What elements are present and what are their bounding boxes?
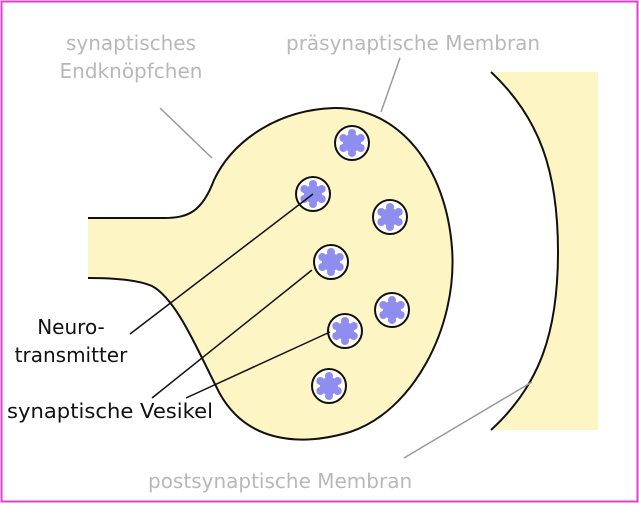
neurotransmitter-molecule	[377, 208, 385, 216]
neurotransmitter-molecule	[377, 218, 385, 226]
neurotransmitter-molecule	[318, 253, 326, 261]
neurotransmitter-molecule	[357, 134, 365, 142]
neurotransmitter-molecule	[397, 311, 405, 319]
label-presynaptic-membrane: präsynaptische Membran	[286, 31, 540, 55]
neurotransmitter-molecule	[325, 372, 333, 380]
neurotransmitter-molecule	[397, 301, 405, 309]
neurotransmitter-molecule	[318, 195, 326, 203]
vesicle	[312, 369, 346, 403]
neurotransmitter-molecule	[334, 387, 342, 395]
neurotransmitter-molecule	[395, 208, 403, 216]
neurotransmitter-molecule	[316, 377, 324, 385]
neurotransmitter-molecule	[327, 248, 335, 256]
neurotransmitter-molecule	[388, 296, 396, 304]
neurotransmitter-molecule	[348, 149, 356, 157]
label-terminal-line2: Endknöpfchen	[60, 59, 203, 83]
vesicle	[314, 245, 348, 279]
neurotransmitter-molecule	[395, 218, 403, 226]
neurotransmitter-molecule	[325, 392, 333, 400]
vesicle	[373, 200, 407, 234]
neurotransmitter-molecule	[339, 134, 347, 142]
label-terminal-line1: synaptisches	[66, 31, 196, 55]
neurotransmitter-molecule	[348, 129, 356, 137]
neurotransmitter-molecule	[379, 301, 387, 309]
vesicle	[375, 293, 409, 327]
neurotransmitter-molecule	[309, 200, 317, 208]
neurotransmitter-molecule	[309, 180, 317, 188]
label-postsynaptic-membrane: postsynaptische Membran	[148, 469, 412, 493]
neurotransmitter-molecule	[341, 337, 349, 345]
neurotransmitter-molecule	[332, 332, 340, 340]
neurotransmitter-molecule	[327, 268, 335, 276]
neurotransmitter-molecule	[300, 185, 308, 193]
neurotransmitter-molecule	[336, 253, 344, 261]
neurotransmitter-molecule	[318, 185, 326, 193]
label-neurotransmitter-line2: transmitter	[15, 343, 128, 367]
neurotransmitter-molecule	[350, 322, 358, 330]
label-synaptic-vesicles: synaptische Vesikel	[7, 399, 213, 423]
neurotransmitter-molecule	[379, 311, 387, 319]
neurotransmitter-molecule	[388, 316, 396, 324]
neurotransmitter-molecule	[334, 377, 342, 385]
neurotransmitter-molecule	[386, 203, 394, 211]
neurotransmitter-molecule	[386, 223, 394, 231]
neurotransmitter-molecule	[336, 263, 344, 271]
label-neurotransmitter-line1: Neuro-	[37, 315, 105, 339]
neurotransmitter-molecule	[332, 322, 340, 330]
neurotransmitter-molecule	[318, 263, 326, 271]
neurotransmitter-molecule	[357, 144, 365, 152]
neurotransmitter-molecule	[341, 317, 349, 325]
vesicle	[328, 314, 362, 348]
neurotransmitter-molecule	[316, 387, 324, 395]
neurotransmitter-molecule	[350, 332, 358, 340]
vesicle	[335, 126, 369, 160]
neurotransmitter-molecule	[339, 144, 347, 152]
